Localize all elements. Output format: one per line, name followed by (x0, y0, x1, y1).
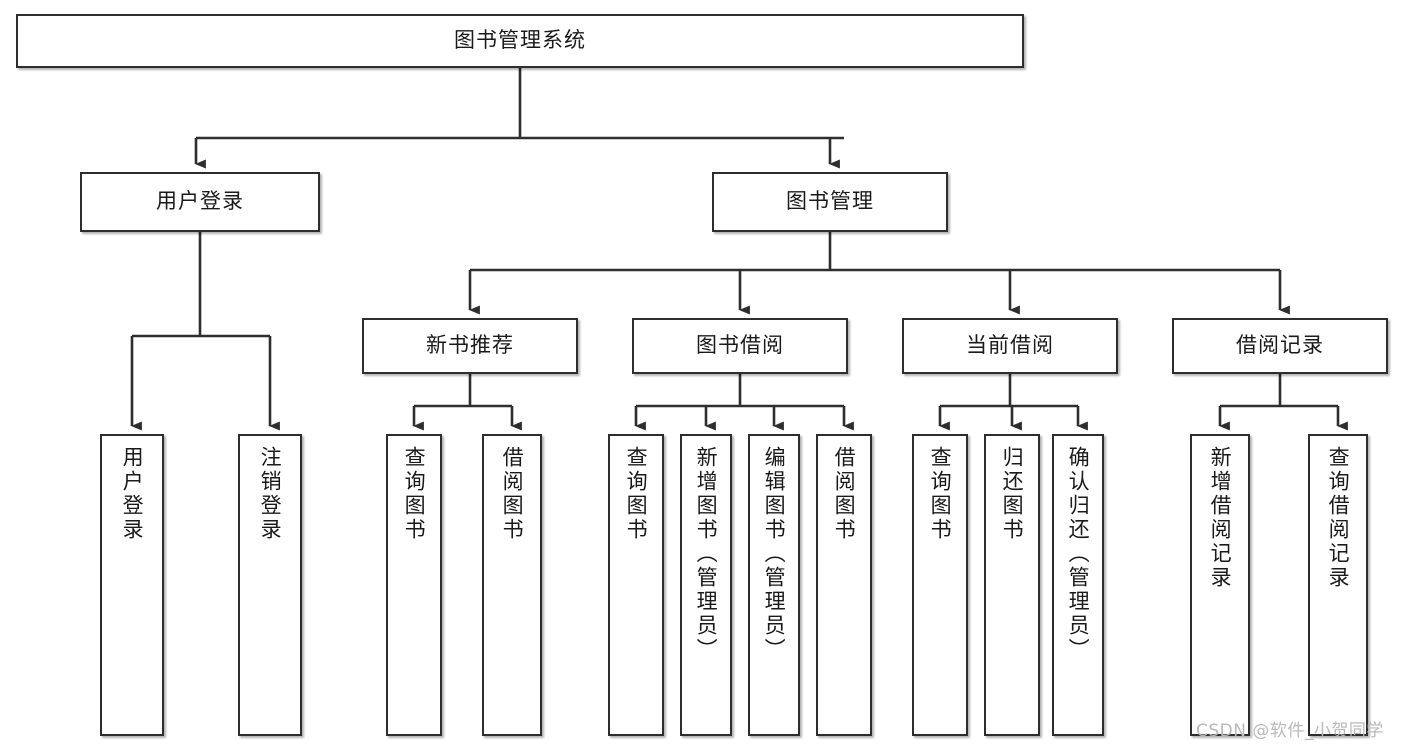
leaf-add-book-label: 新增图书（管理员） (694, 446, 719, 662)
node-borrow-record[interactable]: 借阅记录 (1172, 318, 1388, 374)
leaf-query-book-3[interactable]: 查询图书 (912, 434, 968, 736)
leaf-return-book-label: 归还图书 (1000, 446, 1025, 542)
leaf-query-borrow-record-label: 查询借阅记录 (1326, 446, 1351, 590)
node-root[interactable]: 图书管理系统 (16, 14, 1024, 68)
node-new-book-recommend[interactable]: 新书推荐 (362, 318, 578, 374)
leaf-query-borrow-record[interactable]: 查询借阅记录 (1308, 434, 1368, 736)
node-book-borrow-label: 图书借阅 (696, 333, 784, 358)
leaf-add-borrow-record[interactable]: 新增借阅记录 (1190, 434, 1250, 736)
leaf-borrow-book-2-label: 借阅图书 (832, 446, 857, 542)
watermark: CSDN @软件_小贺同学 (1196, 721, 1384, 741)
leaf-edit-book-label: 编辑图书（管理员） (762, 446, 787, 662)
leaf-borrow-book-2[interactable]: 借阅图书 (816, 434, 872, 736)
node-root-label: 图书管理系统 (454, 28, 586, 53)
leaf-user-login-label: 用户登录 (120, 446, 145, 542)
leaf-borrow-book-1-label: 借阅图书 (500, 446, 525, 542)
leaf-return-book[interactable]: 归还图书 (984, 434, 1040, 736)
node-book-management-label: 图书管理 (786, 189, 874, 214)
leaf-add-borrow-record-label: 新增借阅记录 (1208, 446, 1233, 590)
node-book-borrow[interactable]: 图书借阅 (632, 318, 848, 374)
leaf-edit-book[interactable]: 编辑图书（管理员） (748, 434, 800, 736)
leaf-query-book-1-label: 查询图书 (402, 446, 427, 542)
node-user-login[interactable]: 用户登录 (80, 172, 320, 232)
node-current-borrow[interactable]: 当前借阅 (902, 318, 1118, 374)
leaf-user-login[interactable]: 用户登录 (100, 434, 164, 736)
leaf-query-book-2-label: 查询图书 (624, 446, 649, 542)
leaf-user-logout[interactable]: 注销登录 (238, 434, 302, 736)
leaf-query-book-1[interactable]: 查询图书 (386, 434, 442, 736)
node-current-borrow-label: 当前借阅 (966, 333, 1054, 358)
leaf-borrow-book-1[interactable]: 借阅图书 (482, 434, 542, 736)
leaf-confirm-return-label: 确认归还（管理员） (1066, 446, 1091, 662)
leaf-confirm-return[interactable]: 确认归还（管理员） (1052, 434, 1104, 736)
node-user-login-label: 用户登录 (156, 189, 244, 214)
leaf-user-logout-label: 注销登录 (258, 446, 283, 542)
node-new-book-recommend-label: 新书推荐 (426, 333, 514, 358)
leaf-query-book-2[interactable]: 查询图书 (608, 434, 664, 736)
node-book-management[interactable]: 图书管理 (712, 172, 948, 232)
leaf-query-book-3-label: 查询图书 (928, 446, 953, 542)
leaf-add-book[interactable]: 新增图书（管理员） (680, 434, 732, 736)
node-borrow-record-label: 借阅记录 (1236, 333, 1324, 358)
